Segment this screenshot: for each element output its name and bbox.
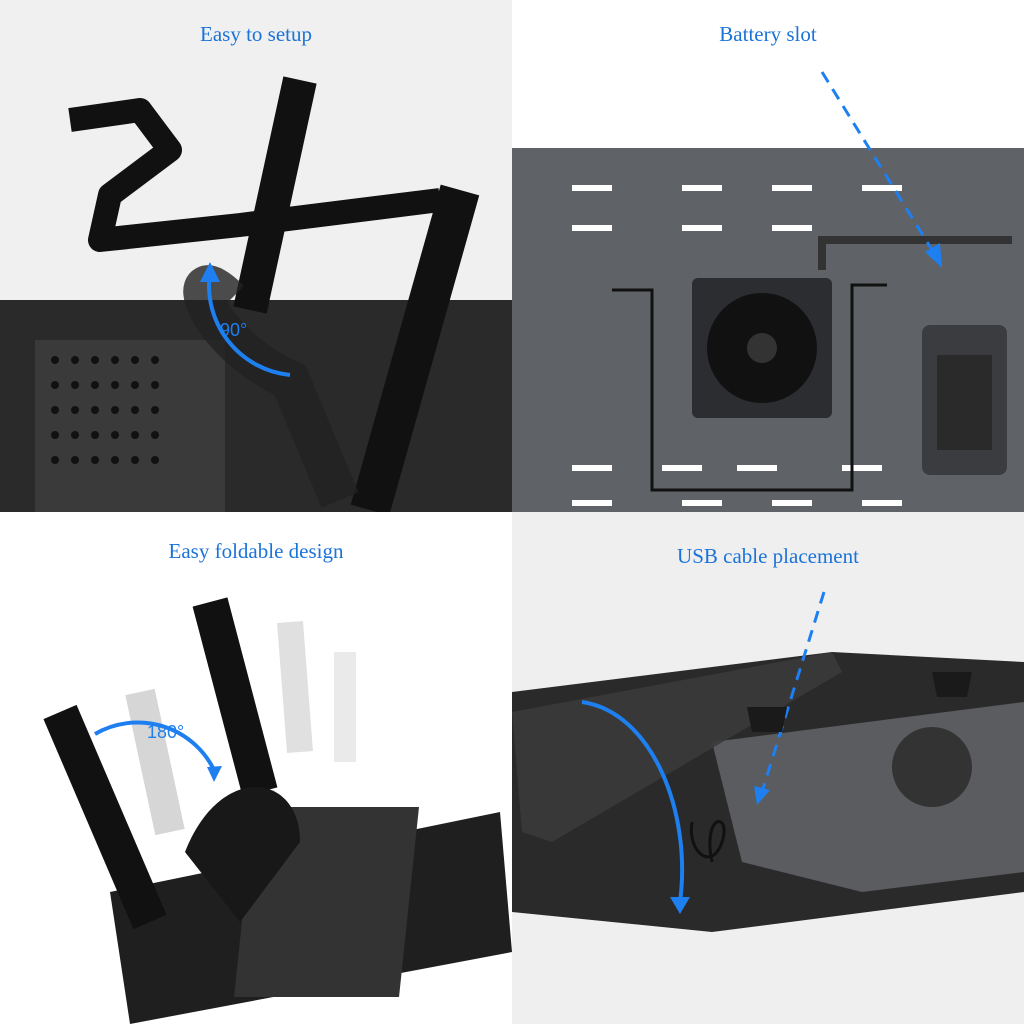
foldable-leg-illustration — [0, 76, 512, 512]
caption-easy-foldable-design: Easy foldable design — [168, 539, 344, 563]
angle-label-180: 180° — [147, 722, 185, 742]
underside-tray-illustration — [512, 71, 1024, 512]
fold-leg-illustration — [43, 597, 512, 1024]
panel-battery-slot: Battery slot — [512, 0, 1024, 512]
usb-compartment-illustration — [512, 591, 1024, 932]
panel-easy-foldable-design: Easy foldable design 180° — [0, 512, 512, 1024]
panel-usb-cable-placement: USB cable placement — [512, 512, 1024, 1024]
caption-usb-cable-placement: USB cable placement — [677, 544, 859, 568]
caption-easy-to-setup: Easy to setup — [200, 22, 312, 46]
panel-easy-to-setup: Easy to setup 90° — [0, 0, 512, 512]
caption-battery-slot: Battery slot — [719, 22, 817, 46]
angle-label-90: 90° — [220, 320, 248, 340]
